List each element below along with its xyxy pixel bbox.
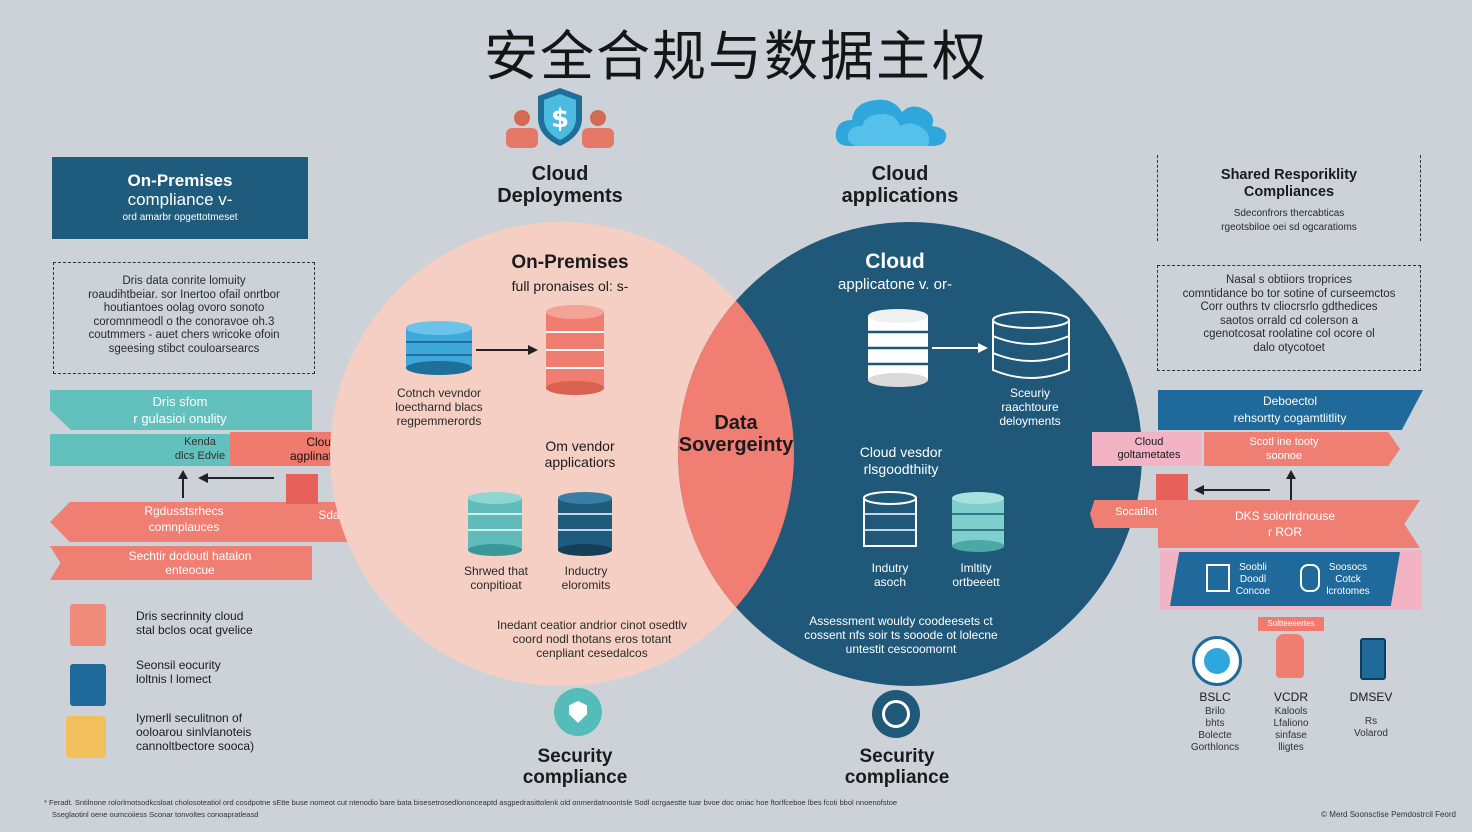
svg-text:$: $	[551, 104, 569, 134]
right-lock-icon	[1300, 564, 1320, 592]
security-compliance-right: Security compliance	[844, 746, 950, 788]
venn-right-sub: applicatone v. or-	[838, 276, 952, 293]
db-industry3-label: Imltity ortbeeett	[952, 561, 1000, 589]
shared-responsibility-box: Shared Resporiklity Compliances Sdeconfr…	[1157, 155, 1421, 241]
document-icon	[70, 664, 106, 706]
right-ribbon-3a-text: Soobli Doodl Concoe	[1235, 562, 1271, 597]
left-vendor-label: Om vendor applicatiors	[544, 438, 616, 470]
left-list-item-3: Iymerll seculitnon of ooloarou sinlvlano…	[136, 711, 255, 753]
badge-1-label: BSLC	[1199, 690, 1231, 704]
arrow-up-icon	[178, 470, 188, 498]
arrow-left-right-panel-icon	[1194, 485, 1270, 495]
right-ribbon-1-text: Deboectol rehsortty cogamtlitlity	[1233, 394, 1347, 425]
right-ribbon-3b-text: Soosocs Cotck lcrotomes	[1326, 562, 1370, 597]
footer-credit: © Merd Soonsctise Pemdostrcil Feord	[1321, 810, 1456, 819]
shared-responsibility-title: Shared Resporiklity Compliances	[1220, 167, 1358, 200]
on-premises-sub: ord amarbr opgettotmeset	[122, 212, 238, 223]
database-blue-icon	[406, 321, 472, 375]
footer-line-1: * Feradt. Sntilnone rolorlmotsodkcsloat …	[44, 798, 898, 807]
left-ribbon-1-text: Dris sfom r gulasioi onulity	[133, 394, 227, 426]
left-dashed-box: Dris data conrite lomuity roaudihtbeiar.…	[53, 262, 315, 374]
footer-line-2: Sseglaotinl oene oumcoiiess Sconar tonvo…	[52, 810, 259, 819]
left-ribbon-coral-2	[50, 502, 380, 542]
venn-right-bottom-text: Assessment wouldy coodeesets ct cossent …	[804, 614, 998, 656]
right-ribbon-blue-1	[1158, 390, 1423, 430]
right-ribbon-coral-2b	[1158, 500, 1420, 548]
data-sovereignty-label: Data Sovergeinty	[678, 412, 794, 456]
left-ribbon-3-text: Sechtir dodoutl hatalon enteocue	[128, 549, 252, 577]
on-premises-line1: On-Premises	[127, 171, 233, 190]
database-coral-icon	[546, 305, 604, 395]
left-ribbon-1b-text: Kenda dlcs Edvie	[174, 436, 226, 462]
on-premises-title-box: On-Premises compliance v- ord amarbr opg…	[52, 157, 308, 239]
badge-2-label: VCDR	[1273, 690, 1308, 704]
right-ribbon-cloud	[1092, 432, 1202, 466]
venn-left-bottom-text: Inedant ceatior andrior cinot osedtlv co…	[496, 618, 688, 660]
database-teal-icon	[468, 492, 522, 556]
left-list-item-2: Seonsil eocurity loltnis l lomect	[136, 658, 221, 686]
badge-3-label: DMSEV	[1349, 690, 1393, 704]
right-ribbon-cloud-text: Cloud goltametates	[1117, 436, 1181, 461]
badge-3-sub: Rs Volarod	[1354, 716, 1388, 739]
left-db-caption: Cotnch vevndor loectharnd blacs regpemme…	[395, 386, 483, 428]
security-gear-icon	[872, 690, 920, 738]
right-ribbon-1b-text: Scotl ine tooty soonoe	[1249, 436, 1319, 462]
shared-responsibility-sub: Sdeconfrors thercabticas rgeotsbiloe oei…	[1221, 208, 1357, 233]
db-shared-label: Shrwed that conpitioat	[463, 564, 529, 592]
left-list-item-1: Dris secrinnity cloud stal bclos ocat gv…	[136, 609, 253, 637]
hand-icon	[1276, 634, 1304, 678]
security-shield-icon	[554, 688, 602, 736]
venn-left-sub: full pronaises ol: s-	[511, 278, 629, 294]
left-ribbon-teal-1	[50, 390, 312, 430]
left-ribbon-coral-3	[50, 546, 312, 580]
left-dashed-text: Dris data conrite lomuity roaudihtbeiar.…	[88, 275, 280, 355]
security-compliance-left: Security compliance	[522, 746, 628, 788]
venn-left-title: On-Premises	[511, 252, 629, 273]
cloud-applications-header: Cloud applications	[841, 163, 959, 207]
right-ribbon-coral-1b	[1204, 432, 1400, 466]
arrow-right-white-icon	[932, 343, 988, 353]
right-dashed-text: Nasal s obtiiors troprices comntidance b…	[1182, 274, 1396, 354]
venn-right-title: Cloud	[865, 250, 925, 273]
left-ribbon-2-text: Rgdusstsrhecs comnplauces	[144, 504, 224, 534]
alert-tile-icon	[286, 474, 318, 504]
right-db-caption: Sceuriy raachtoure deloyments	[999, 386, 1061, 428]
right-ribbon-blue-3	[1170, 552, 1400, 606]
shield-people-icon: $	[506, 88, 614, 148]
badge-1-sub: Brilo bhts Bolecte Gorthloncs	[1190, 706, 1240, 753]
arrow-up-right-panel-icon	[1286, 470, 1296, 502]
team-icon	[66, 716, 106, 758]
cloud-icon	[835, 99, 947, 146]
arrow-right-icon	[476, 345, 538, 355]
database-white-2-icon	[863, 491, 917, 547]
right-dashed-box: Nasal s obtiiors troprices comntidance b…	[1157, 265, 1421, 371]
database-outline-icon	[992, 311, 1070, 379]
globe-icon	[1192, 636, 1242, 686]
right-alert-tile-icon	[1156, 474, 1188, 504]
checklist-icon	[70, 604, 106, 646]
database-navy-icon	[558, 492, 612, 556]
on-premises-line2: compliance v-	[127, 190, 233, 209]
cloud-deployments-header: Cloud Deployments	[497, 163, 623, 207]
database-teal-2-icon	[952, 492, 1004, 552]
arrow-left-icon	[198, 473, 274, 483]
db-industry2-label: Indutry asoch	[871, 561, 909, 589]
db-industry-label: Inductry eloromits	[561, 564, 611, 592]
right-banner: Soltteeeertes	[1258, 617, 1324, 631]
device-icon	[1360, 638, 1386, 680]
right-doc-icon	[1206, 564, 1230, 592]
right-ribbon-2b-text: DKS solorlrdnouse r ROR	[1234, 509, 1336, 539]
page-title: 安全合规与数据主权	[484, 25, 988, 88]
badge-2-sub: Kalools Lfaliono sinfase lligtes	[1273, 706, 1309, 753]
database-white-icon	[868, 309, 928, 387]
right-vendor-label: Cloud vesdor rlsgoodthiity	[859, 444, 943, 477]
